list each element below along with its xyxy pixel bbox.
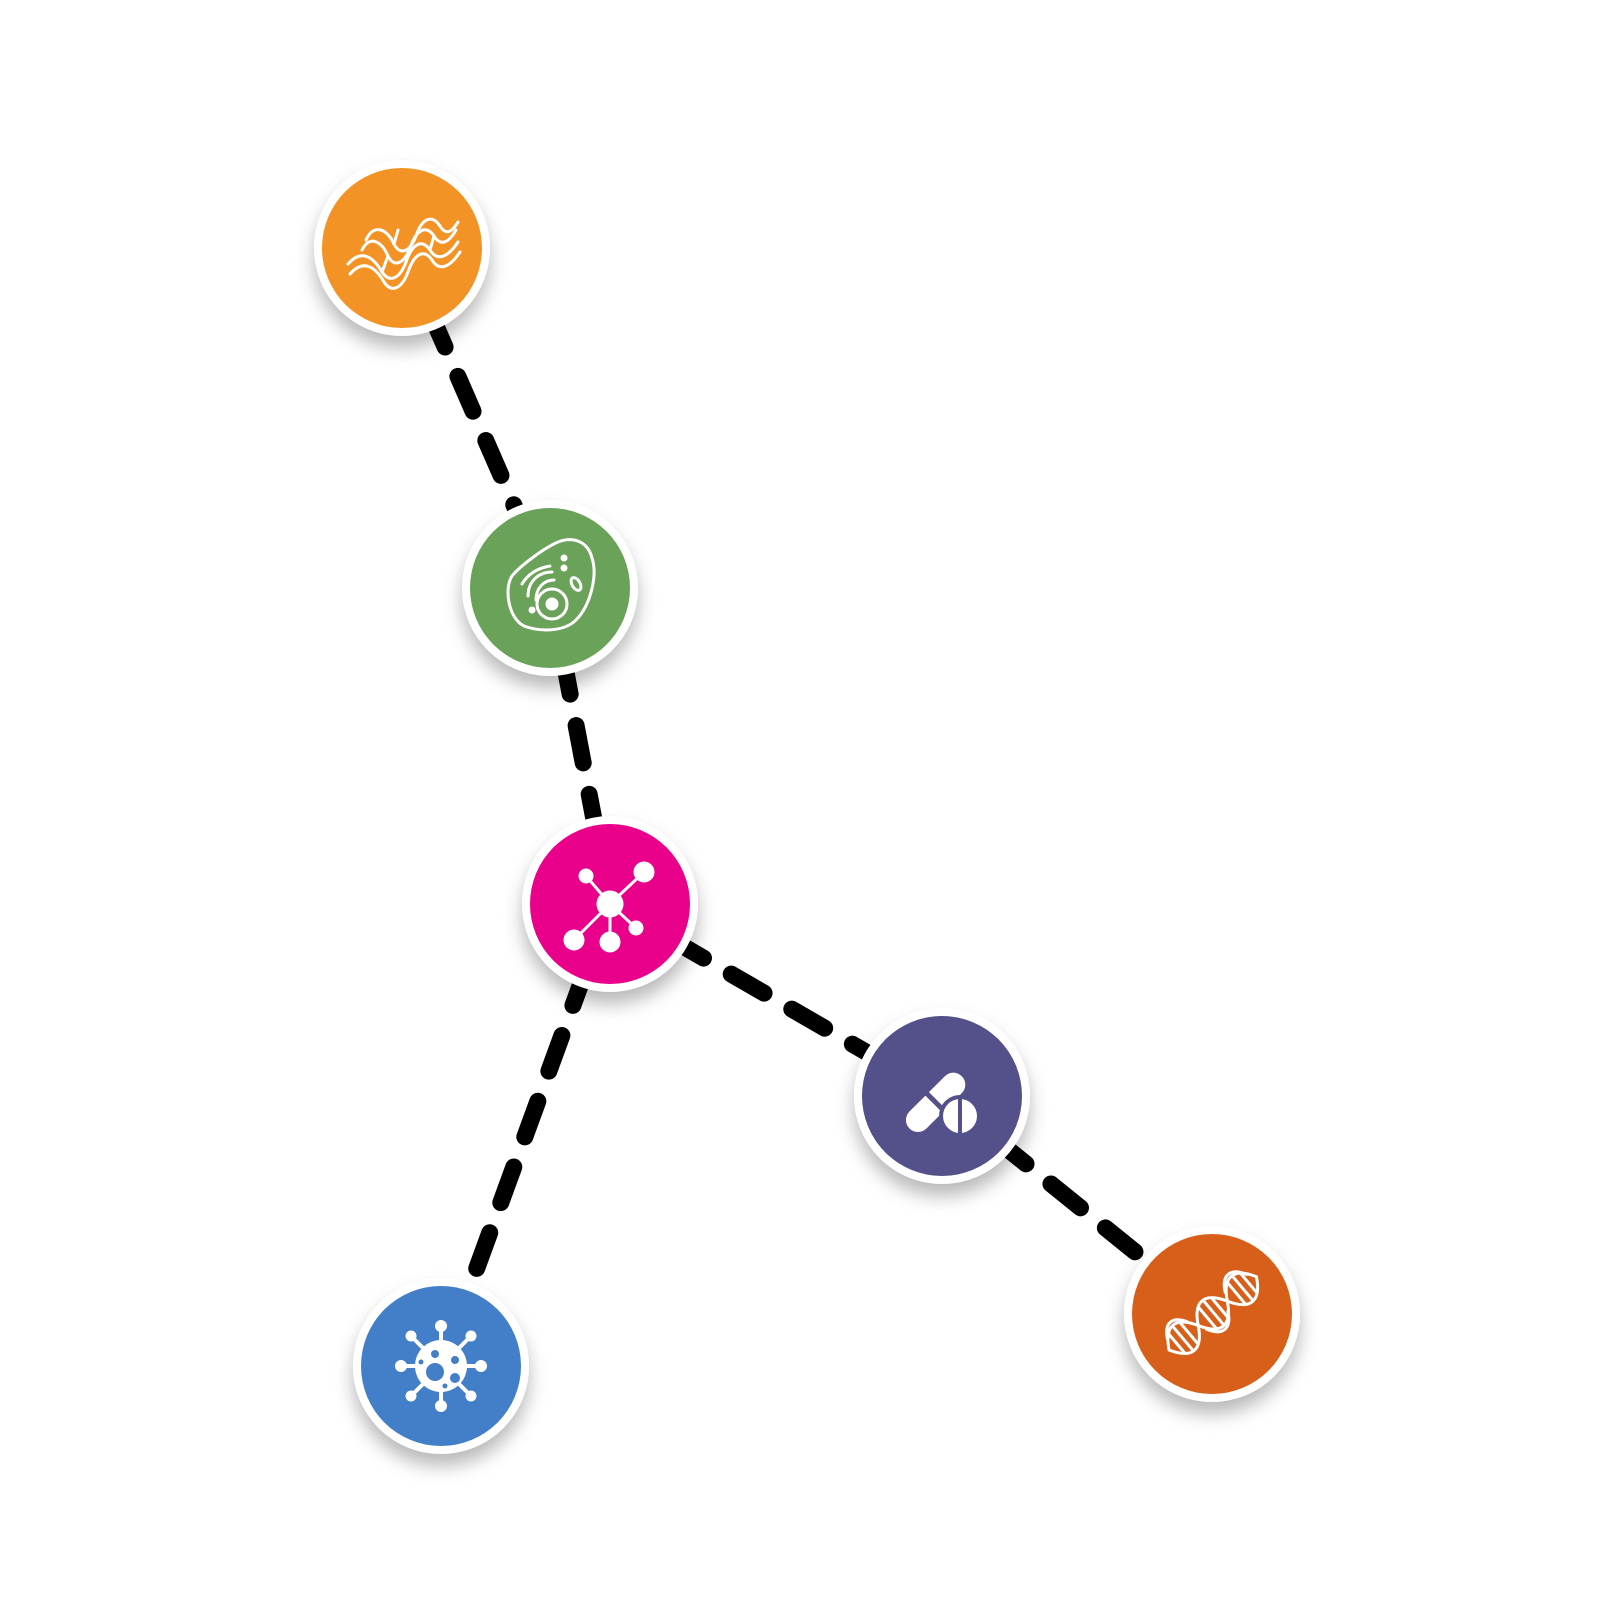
cell-icon — [506, 538, 596, 632]
nodes — [314, 160, 1300, 1454]
virus-icon — [395, 1320, 487, 1412]
dna-double-helix-icon — [1165, 1270, 1260, 1355]
node-virus[interactable] — [353, 1278, 529, 1454]
node-dna[interactable] — [1124, 1226, 1300, 1402]
protein-helix-icon — [346, 217, 462, 290]
connector-lines — [393, 239, 1221, 1375]
node-drug[interactable] — [854, 1008, 1030, 1184]
molecule-network-icon — [563, 861, 655, 953]
node-protein[interactable] — [314, 160, 490, 336]
node-cell[interactable] — [462, 500, 638, 676]
node-molecule[interactable] — [522, 816, 698, 992]
pills-capsule-icon — [905, 1072, 981, 1137]
connector-cell-molecule — [541, 579, 619, 913]
